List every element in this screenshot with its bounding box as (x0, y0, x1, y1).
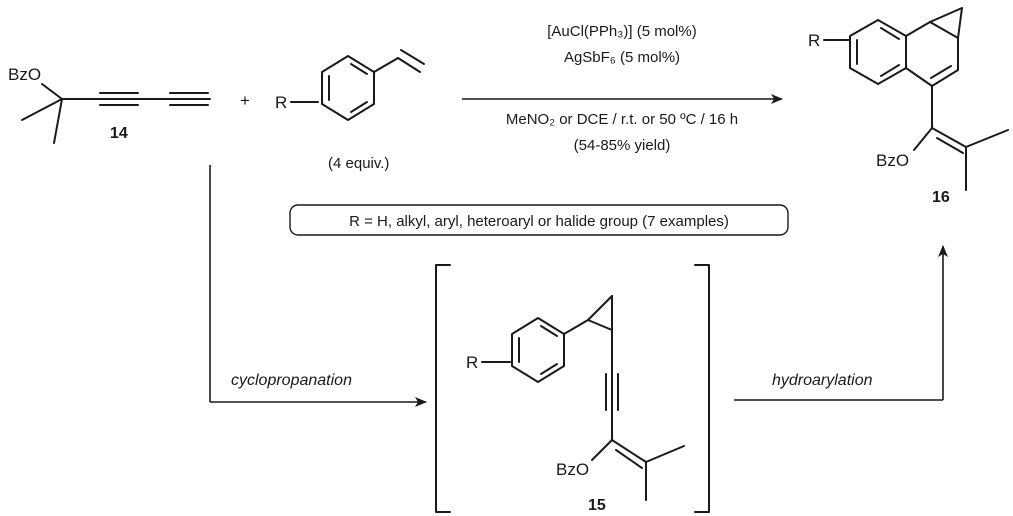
cyclopropanation-label: cyclopropanation (231, 372, 352, 389)
styrene-r-label: R (275, 93, 287, 112)
catalyst-label: [AuCl(PPh₃)] (5 mol%) (547, 23, 696, 40)
compound-number-16: 16 (932, 189, 950, 206)
r-group-note-box (289, 204, 789, 236)
compound-16: R BzO 16 (808, 7, 1009, 206)
compound-number-14: 14 (110, 125, 128, 142)
benzoyloxy-label-15: BzO (556, 460, 589, 479)
left-bracket (435, 264, 451, 513)
equivalents-label: (4 equiv.) (328, 155, 389, 172)
compound-number-15: 15 (588, 497, 606, 514)
yield-label: (54-85% yield) (574, 137, 671, 154)
compound-16-r-label: R (808, 31, 820, 50)
styrene: R (4 equiv.) (275, 49, 425, 172)
benzoyloxy-label-16: BzO (876, 151, 909, 170)
conditions-label: MeNO₂ or DCE / r.t. or 50 ºC / 16 h (506, 111, 738, 128)
co-catalyst-label: AgSbF₆ (5 mol%) (564, 49, 680, 66)
compound-14: BzO 14 (8, 65, 211, 144)
benzoyloxy-label-14: BzO (8, 65, 41, 84)
compound-15-r-label: R (466, 353, 478, 372)
hydroarylation-label: hydroarylation (772, 372, 873, 389)
right-bracket (694, 264, 710, 513)
plus-sign: + (240, 91, 250, 110)
r-group-note: R = H, alkyl, aryl, heteroaryl or halide… (349, 213, 729, 230)
intermediate-15: R BzO 15 (435, 264, 710, 514)
